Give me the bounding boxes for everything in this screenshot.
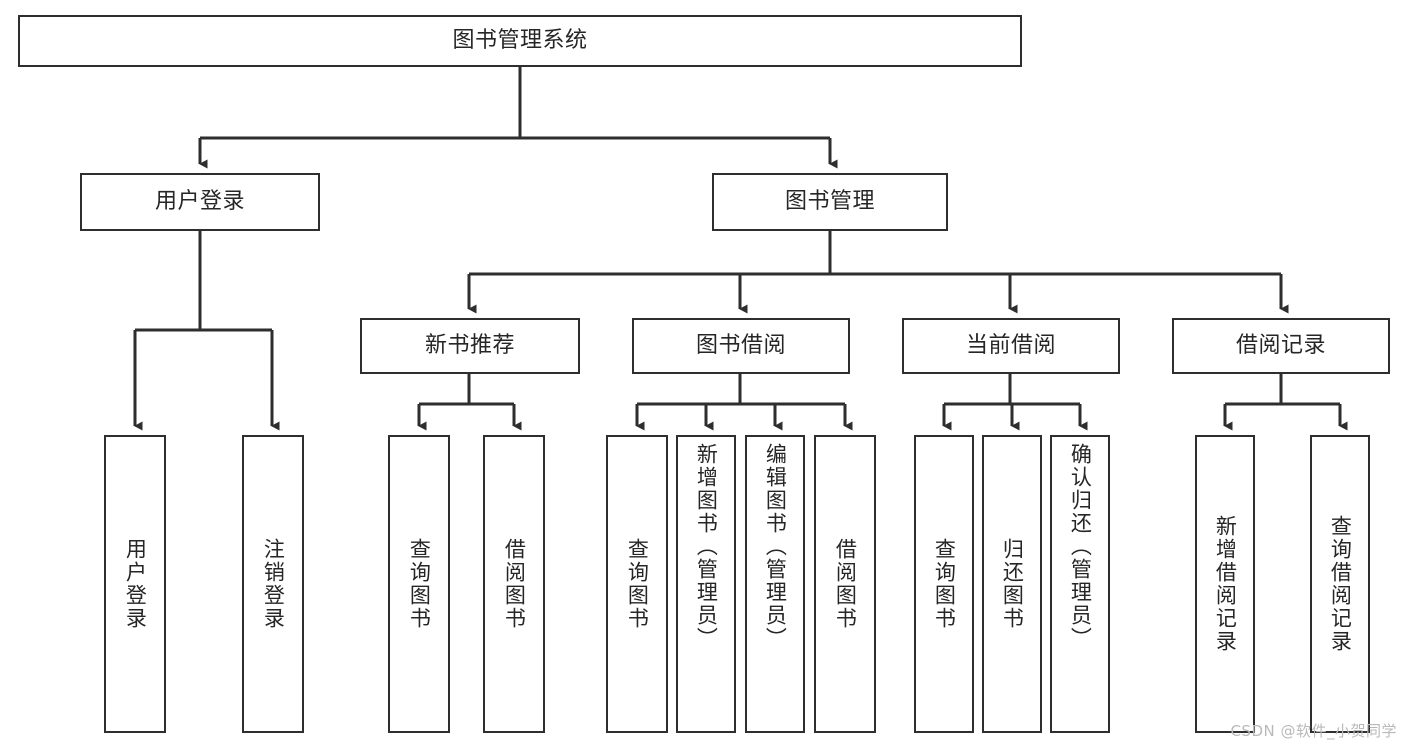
- node-user-login-label: 用户登录: [154, 188, 245, 214]
- leaf-return-book[interactable]: 归还图书: [982, 435, 1042, 733]
- leaf-borrow-book-label: 借阅图书: [833, 538, 858, 630]
- leaf-add-book-admin-label: 新增图书（管理员）: [694, 443, 719, 650]
- leaf-edit-book-admin[interactable]: 编辑图书（管理员）: [745, 435, 805, 733]
- leaf-logout[interactable]: 注销登录: [242, 435, 304, 733]
- leaf-confirm-return-admin[interactable]: 确认归还（管理员）: [1050, 435, 1110, 733]
- leaf-query-book-current-label: 查询图书: [932, 538, 957, 630]
- leaf-user-login-label: 用户登录: [123, 538, 148, 630]
- node-user-login[interactable]: 用户登录: [80, 173, 320, 231]
- node-book-management-label: 图书管理: [784, 188, 875, 214]
- leaf-query-book-recommend-label: 查询图书: [407, 538, 432, 630]
- leaf-query-book-recommend[interactable]: 查询图书: [388, 435, 450, 733]
- node-book-management[interactable]: 图书管理: [712, 173, 948, 231]
- leaf-add-borrow-record-label: 新增借阅记录: [1213, 515, 1238, 653]
- leaf-query-borrow-record[interactable]: 查询借阅记录: [1310, 435, 1370, 733]
- leaf-logout-label: 注销登录: [261, 538, 286, 630]
- node-borrow-record[interactable]: 借阅记录: [1172, 318, 1390, 374]
- leaf-query-book-current[interactable]: 查询图书: [914, 435, 974, 733]
- leaf-borrow-book[interactable]: 借阅图书: [814, 435, 876, 733]
- node-new-book-recommend-label: 新书推荐: [424, 332, 515, 358]
- leaf-user-login[interactable]: 用户登录: [104, 435, 166, 733]
- node-borrow-record-label: 借阅记录: [1235, 332, 1326, 358]
- leaf-query-book-borrow[interactable]: 查询图书: [606, 435, 668, 733]
- node-current-borrow-label: 当前借阅: [965, 332, 1056, 358]
- leaf-query-book-borrow-label: 查询图书: [625, 538, 650, 630]
- leaf-edit-book-admin-label: 编辑图书（管理员）: [763, 443, 788, 650]
- leaf-confirm-return-admin-label: 确认归还（管理员）: [1068, 443, 1093, 650]
- node-book-borrow[interactable]: 图书借阅: [632, 318, 850, 374]
- node-new-book-recommend[interactable]: 新书推荐: [360, 318, 580, 374]
- node-root-system-label: 图书管理系统: [452, 27, 588, 53]
- leaf-query-borrow-record-label: 查询借阅记录: [1328, 515, 1353, 653]
- leaf-add-borrow-record[interactable]: 新增借阅记录: [1195, 435, 1255, 733]
- node-root-system[interactable]: 图书管理系统: [18, 15, 1022, 67]
- node-book-borrow-label: 图书借阅: [695, 332, 786, 358]
- leaf-return-book-label: 归还图书: [1000, 538, 1025, 630]
- node-current-borrow[interactable]: 当前借阅: [902, 318, 1120, 374]
- leaf-add-book-admin[interactable]: 新增图书（管理员）: [676, 435, 736, 733]
- leaf-borrow-book-recommend-label: 借阅图书: [502, 538, 527, 630]
- leaf-borrow-book-recommend[interactable]: 借阅图书: [483, 435, 545, 733]
